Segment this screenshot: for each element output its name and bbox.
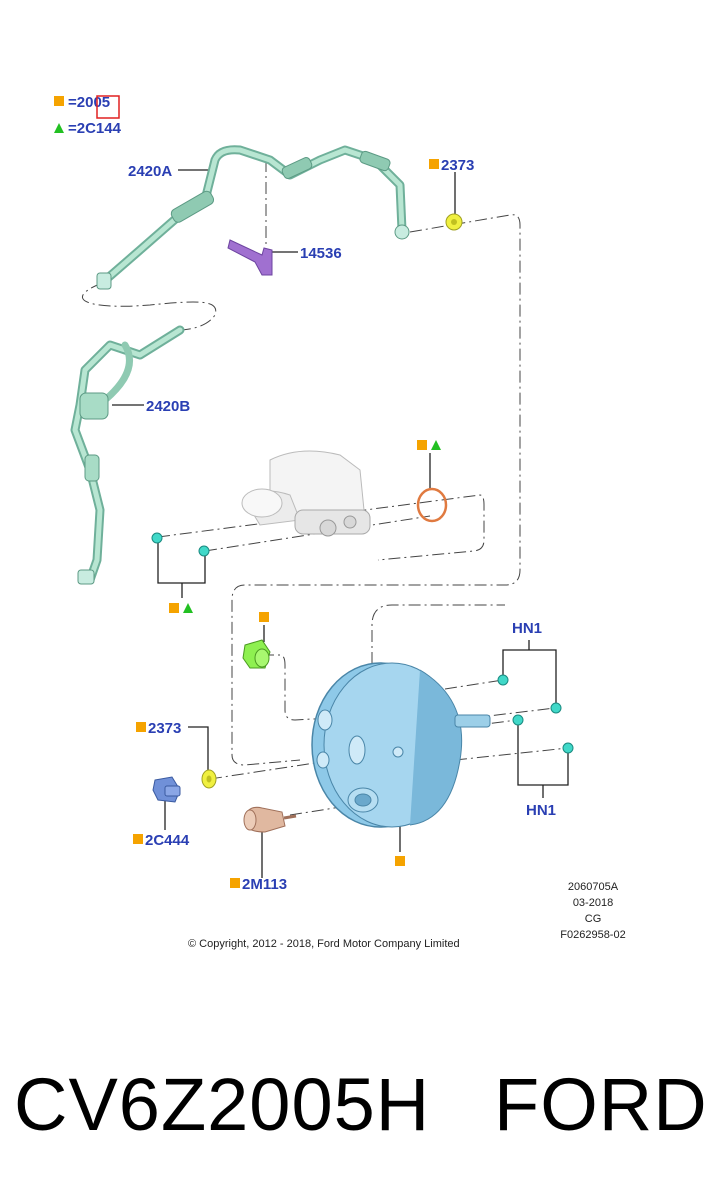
legend-item-2005: =2005: [68, 94, 110, 111]
label-2420b: 2420B: [146, 398, 190, 415]
fasteners: [151, 532, 574, 754]
orange-square-icon: [259, 612, 269, 622]
part-number: CV6Z2005H: [14, 1063, 431, 1146]
nut: [497, 674, 509, 686]
master-cylinder: [241, 450, 371, 537]
label-2m113: 2M113: [242, 876, 287, 893]
label-2c444: 2C444: [145, 832, 190, 849]
check-valve: [242, 639, 271, 669]
label-14536: 14536: [300, 245, 342, 262]
label-2373-bottom: 2373: [148, 720, 181, 737]
orange-square-icon: [54, 96, 64, 106]
hose-2420a: [96, 145, 410, 290]
exploded-parts-diagram: =2005 =2C144: [54, 94, 626, 950]
brake-booster: [311, 662, 491, 828]
nut: [151, 532, 163, 544]
label-2420a: 2420A: [128, 163, 172, 180]
leader-lines: [112, 169, 569, 878]
nut: [562, 742, 574, 754]
label-2373-top: 2373: [441, 157, 474, 174]
legend: =2005 =2C144: [54, 94, 122, 137]
brand-name: FORD: [494, 1063, 708, 1146]
hose-2420b: [70, 325, 185, 585]
washer-2373-bottom: [201, 769, 217, 789]
info-line: 03-2018: [573, 897, 613, 909]
nut: [198, 545, 210, 557]
sensor-2c444: [152, 776, 181, 803]
nut: [512, 714, 524, 726]
bracket-14536: [227, 239, 273, 276]
footer: CV6Z2005H FORD: [0, 1050, 708, 1170]
orange-square-icon: [136, 722, 146, 732]
washer-2373-top: [445, 213, 463, 231]
info-block: 2060705A 03-2018 CG F0262958-02: [560, 881, 625, 941]
info-line: CG: [585, 913, 602, 925]
info-line: F0262958-02: [560, 929, 625, 941]
orange-square-icon: [169, 603, 179, 613]
label-hn1-top: HN1: [512, 620, 542, 637]
copyright-text: © Copyright, 2012 - 2018, Ford Motor Com…: [188, 938, 460, 950]
green-triangle-icon: [431, 440, 441, 450]
orange-square-icon: [395, 856, 405, 866]
valve-2m113: [243, 806, 297, 833]
highlight-box: [96, 95, 120, 119]
info-line: 2060705A: [568, 881, 619, 893]
nut: [550, 702, 562, 714]
orange-square-icon: [429, 159, 439, 169]
green-triangle-icon: [183, 603, 193, 613]
orange-square-icon: [133, 834, 143, 844]
orange-square-icon: [417, 440, 427, 450]
label-hn1-bottom: HN1: [526, 802, 556, 819]
orange-square-icon: [230, 878, 240, 888]
o-ring: [416, 487, 448, 523]
green-triangle-icon: [54, 123, 64, 133]
legend-item-2c144: =2C144: [68, 120, 122, 137]
